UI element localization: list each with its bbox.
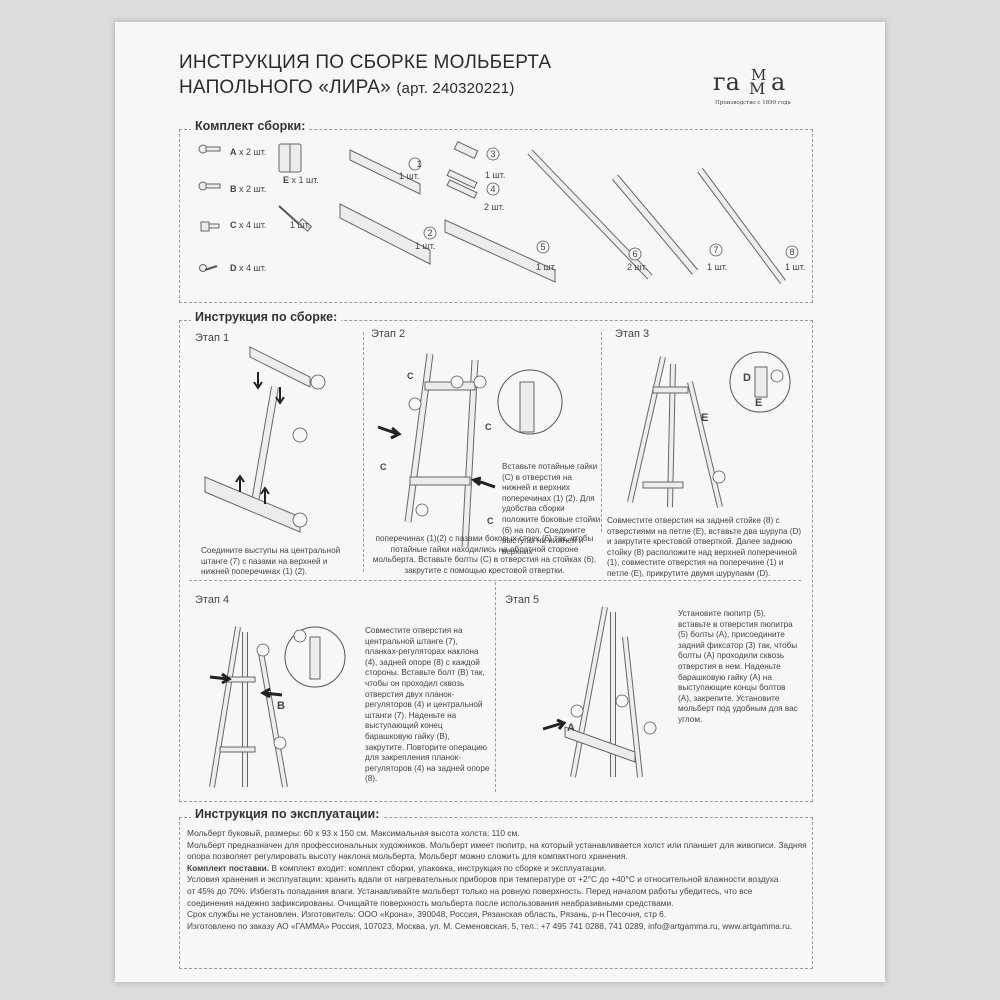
part-num-2: 2 xyxy=(427,228,433,238)
kit-heading: Комплект сборки: xyxy=(191,119,310,133)
hw-letter-c: C xyxy=(230,220,237,230)
callout-c-3: C xyxy=(485,422,492,432)
part-7-center-bar xyxy=(611,174,699,275)
stage-3-illustration xyxy=(627,351,791,508)
hw-qty-d: x 4 шт. xyxy=(239,263,267,273)
hw-letter-e: E xyxy=(283,175,290,185)
title-line-2: НАПОЛЬНОГО «ЛИРА» xyxy=(179,77,391,98)
op-line-2: Мольберт предназначен для профессиональн… xyxy=(187,839,807,850)
stage-2-text-b: поперечинах (1)(2) с пазами боковых стое… xyxy=(372,534,597,575)
screw-d-icon xyxy=(199,264,218,272)
callout-b: B xyxy=(277,700,285,712)
stage-1-label: Этап 1 xyxy=(195,332,230,344)
stage-3-label: Этап 3 xyxy=(615,328,650,340)
hw-letter-d: D xyxy=(230,263,237,273)
bolt-a-icon xyxy=(198,144,221,154)
op-kit-rest: В комплект входит: комплект сборки, упак… xyxy=(269,862,607,873)
assembly-frame xyxy=(179,320,813,802)
screwdriver-qty: 1 шт. xyxy=(290,220,311,230)
part-num-5: 5 xyxy=(540,242,546,252)
operation-heading: Инструкция по эксплуатации: xyxy=(191,807,384,821)
svg-text:M: M xyxy=(749,79,765,98)
svg-text:гa: гa xyxy=(713,68,740,96)
op-line-6: от 45% до 70%. Избегать попадания влаги.… xyxy=(187,885,753,896)
part-5-shelf xyxy=(444,219,556,283)
screwdriver-icon xyxy=(278,205,313,232)
stage-5-text: Установите пюпитр (5), вставьте в отверс… xyxy=(678,609,798,724)
callout-c-1: C xyxy=(407,371,414,381)
hw-qty-a: x 2 шт. xyxy=(239,147,267,157)
article-number: (арт. 240320221) xyxy=(396,80,515,97)
nut-c-icon xyxy=(200,221,220,232)
part-qty-8: 1 шт. xyxy=(785,262,806,272)
op-kit-bold: Комплект поставки. xyxy=(187,862,270,873)
callout-a: A xyxy=(567,722,575,734)
stage-4-illustration xyxy=(209,626,346,788)
stage-1-illustration xyxy=(204,346,326,533)
part-2-crossbar xyxy=(339,203,431,265)
part-num-1: 1 xyxy=(416,159,422,169)
part-qty-3: 1 шт. xyxy=(485,170,506,180)
stage-4-label: Этап 4 xyxy=(195,594,230,606)
stage-5-label: Этап 5 xyxy=(505,594,540,606)
operation-text: Мольберт буковый, размеры: 60 x 93 x 150… xyxy=(187,828,807,932)
svg-text:M: M xyxy=(751,66,766,84)
svg-text:a: a xyxy=(771,68,785,96)
part-qty-4: 2 шт. xyxy=(484,202,505,212)
hw-letter-a: A xyxy=(230,147,237,157)
title-line-1: ИНСТРУКЦИЯ ПО СБОРКЕ МОЛЬБЕРТА xyxy=(179,52,552,73)
part-qty-6: 2 шт. xyxy=(627,262,648,272)
part-qty-1: 1 шт. xyxy=(399,171,420,181)
hw-qty-c: x 4 шт. xyxy=(239,220,267,230)
op-line-9: Изготовлено по заказу АО «ГАММА» Россия,… xyxy=(187,920,793,931)
op-line-3: опора позволяет регулировать высоту накл… xyxy=(187,851,628,862)
callout-d: D xyxy=(743,372,751,384)
stage-4-text: Совместите отверстия на центральной штан… xyxy=(365,626,490,784)
bolt-b-icon xyxy=(198,181,221,191)
part-qty-2: 1 шт. xyxy=(415,241,436,251)
stage-2-illustration xyxy=(377,353,563,548)
hw-letter-b: B xyxy=(230,184,237,194)
op-line-5: Условия хранения и эксплуатации: хранить… xyxy=(187,874,779,885)
hinge-e-icon xyxy=(278,143,302,173)
part-num-7: 7 xyxy=(713,245,719,255)
kit-frame xyxy=(179,129,813,303)
operation-frame xyxy=(179,817,813,969)
part-num-8: 8 xyxy=(789,247,795,257)
stage-2-text-a: Вставьте потайные гайки (С) в отверстия … xyxy=(502,462,601,556)
instruction-sheet: ИНСТРУКЦИЯ ПО СБОРКЕ МОЛЬБЕРТА НАПОЛЬНОГ… xyxy=(115,22,885,982)
part-num-6: 6 xyxy=(632,249,638,259)
logo-tagline: Производство с 1899 года xyxy=(715,100,792,106)
hw-qty-b: x 2 шт. xyxy=(239,184,267,194)
stage-2-label: Этап 2 xyxy=(371,328,406,340)
callout-c-2: C xyxy=(380,462,387,472)
page-title: ИНСТРУКЦИЯ ПО СБОРКЕ МОЛЬБЕРТА НАПОЛЬНОГ… xyxy=(179,50,551,101)
part-qty-5: 1 шт. xyxy=(536,262,557,272)
callout-e: E xyxy=(701,412,709,424)
op-line-8: Срок службы не установлен. Изготовитель:… xyxy=(187,909,667,920)
callout-e-detail: E xyxy=(755,397,763,409)
part-num-3: 3 xyxy=(490,149,496,159)
op-line-7: соединения надежно зафиксированы. Очищай… xyxy=(187,897,674,908)
part-num-4: 4 xyxy=(490,184,496,194)
stage-3-text: Совместите отверстия на задней стойке (8… xyxy=(607,516,802,578)
stage-5-illustration xyxy=(542,606,657,778)
stage-1-text: Соедините выступы на центральной штанге … xyxy=(201,546,341,577)
part-4-regulators xyxy=(446,169,478,199)
assembly-heading: Инструкция по сборке: xyxy=(191,310,342,324)
gamma-logo: гa M M a Производство с 1899 года xyxy=(713,66,792,106)
op-line-1: Мольберт буковый, размеры: 60 x 93 x 150… xyxy=(187,828,520,838)
part-qty-7: 1 шт. xyxy=(707,262,728,272)
callout-c-4: C xyxy=(487,516,494,526)
part-3-fixer xyxy=(453,141,479,159)
parts-illustrations xyxy=(339,141,799,285)
part-8-back-leg xyxy=(697,167,786,285)
part-1-crossbar xyxy=(349,149,421,195)
hardware-illustrations xyxy=(198,143,313,272)
hw-qty-e: x 1 шт. xyxy=(291,175,319,185)
